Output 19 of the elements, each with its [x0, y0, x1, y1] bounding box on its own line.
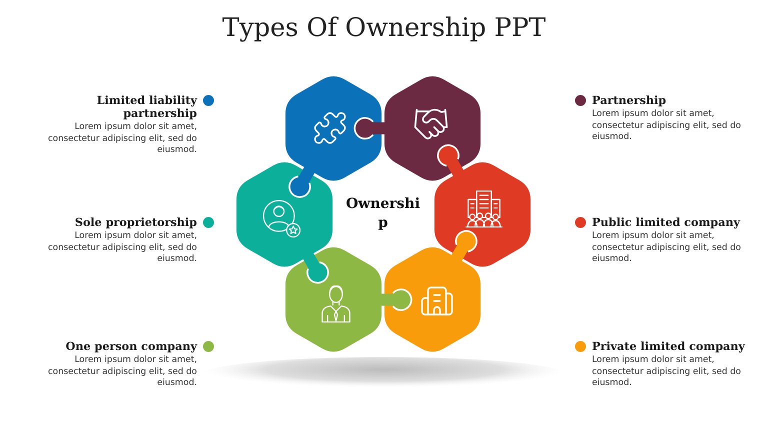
item-description: Lorem ipsum dolor sit amet, consectetur adipiscing elit, sed do eiusmod. — [592, 109, 742, 144]
slide-title: Types Of Ownership PPT — [222, 13, 546, 44]
item-heading: One person company — [66, 340, 197, 353]
puzzle-hexagon — [384, 247, 481, 352]
puzzle-hexagon — [285, 76, 382, 181]
center-label: Ownershi p — [344, 195, 422, 233]
item-heading: Partnership — [592, 94, 666, 107]
item-description: Lorem ipsum dolor sit amet, consectetur adipiscing elit, sed do eiusmod. — [47, 122, 197, 156]
item-description: Lorem ipsum dolor sit amet, consectetur adipiscing elit, sed do eiusmod. — [47, 231, 197, 266]
puzzle-hexagon — [384, 76, 481, 181]
item-description: Lorem ipsum dolor sit amet, consectetur adipiscing elit, sed do eiusmod. — [592, 231, 742, 266]
item-heading: Limited liability partnership — [96, 94, 197, 120]
item-heading: Private limited company — [592, 340, 745, 353]
puzzle-hexagon — [236, 162, 332, 266]
item-description: Lorem ipsum dolor sit amet, consectetur adipiscing elit, sed do eiusmod. — [592, 355, 742, 390]
item-description: Lorem ipsum dolor sit amet, consectetur adipiscing elit, sed do eiusmod. — [47, 355, 197, 390]
item-heading: Sole proprietorship — [74, 216, 197, 229]
item-heading: Public limited company — [592, 216, 740, 229]
puzzle-hexagon — [285, 247, 382, 352]
